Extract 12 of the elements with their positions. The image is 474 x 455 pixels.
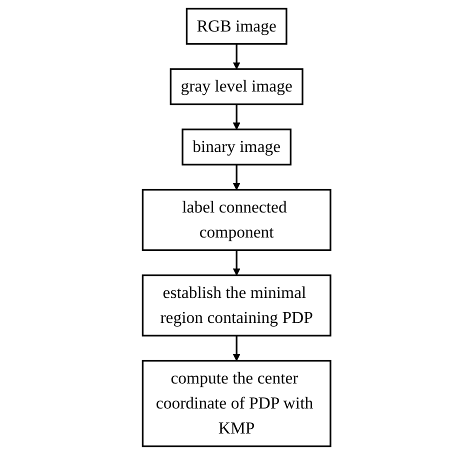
node-box [182,128,292,166]
node-box [170,68,304,106]
node-box [142,274,332,336]
arrow [233,104,241,130]
arrow [233,164,241,190]
flowchart: RGB image gray level image binary image label connected component establish the minimal region containing PDP compute the center coordinate of PDP with KMP [136,2,338,453]
node-box [142,188,332,251]
arrow [233,44,241,70]
arrow [233,250,241,276]
arrow [233,336,241,362]
node-box [186,8,288,45]
node-box [142,360,332,448]
